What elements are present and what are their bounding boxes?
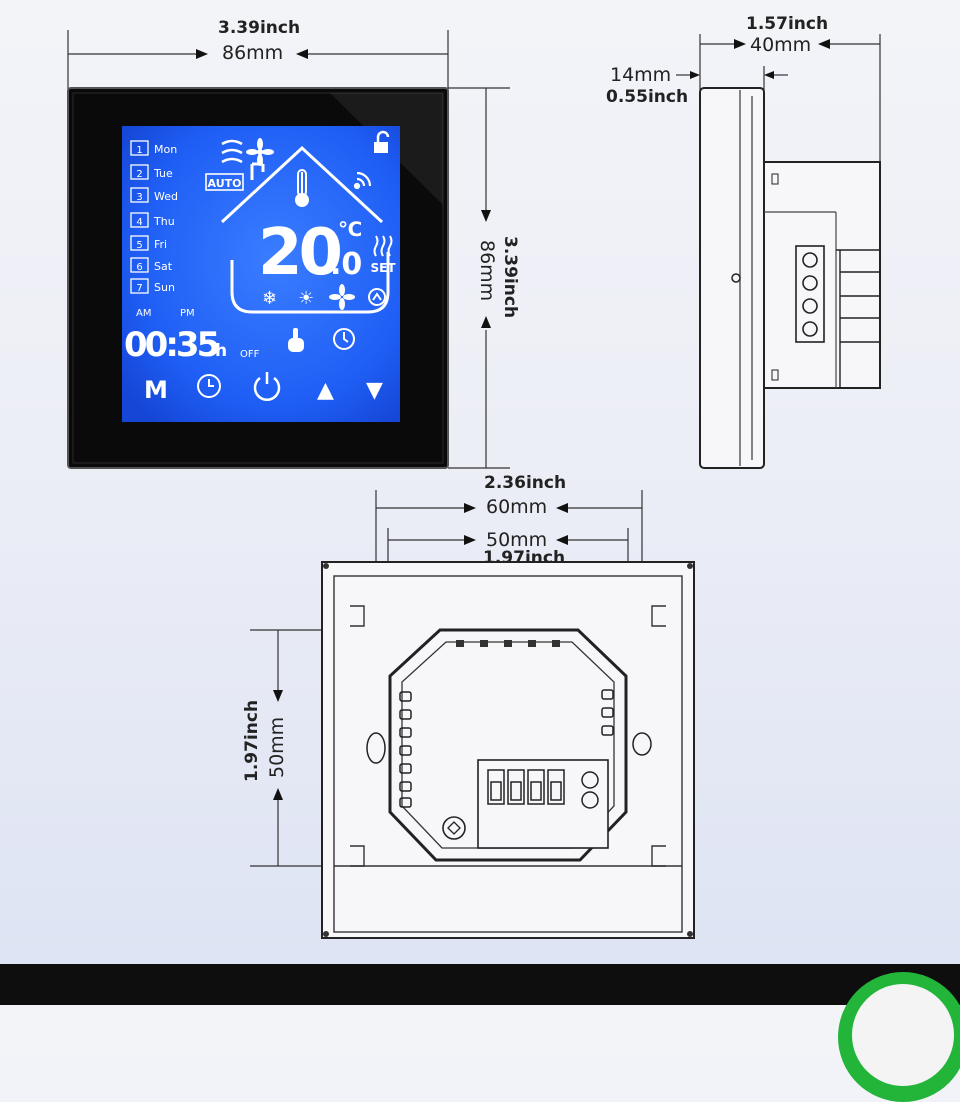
back-hole-span-inch: 2.36inch — [484, 473, 567, 493]
day-box-icon — [130, 235, 149, 251]
day-label-tue: Tue — [153, 167, 173, 180]
day-box-icon — [130, 278, 149, 294]
green-circle-badge — [838, 972, 960, 1102]
timer-icon — [333, 328, 355, 350]
down-button[interactable]: ▼ — [366, 378, 383, 403]
lock-icon — [374, 130, 390, 153]
temperature-unit: ℃ — [338, 217, 362, 241]
time-suffix: h — [215, 341, 227, 361]
day-box-icon — [130, 140, 149, 156]
side-depth-inch: 1.57inch — [746, 14, 829, 34]
day-label-thu: Thu — [153, 215, 175, 228]
day-label-sat: Sat — [154, 260, 173, 273]
day-number: 4 — [136, 217, 142, 228]
eco-icon — [368, 288, 386, 306]
side-view-drawing — [676, 34, 881, 469]
back-hole-span-mm: 60mm — [486, 496, 548, 518]
day-list: 1 Mon 2 Tue 3 Wed 4 Thu 5 Fri 6 Sat 7 Sun — [130, 140, 178, 294]
set-label: SET — [370, 261, 396, 275]
clock-button[interactable] — [197, 374, 221, 398]
back-box-width-inch: 1.97inch — [483, 548, 566, 568]
up-button[interactable]: ▲ — [317, 378, 334, 403]
day-box-icon — [130, 212, 149, 228]
side-depth-mm: 40mm — [750, 34, 812, 56]
sun-icon: ☀ — [298, 288, 314, 309]
day-label-sun: Sun — [154, 281, 175, 294]
day-number: 2 — [136, 169, 142, 180]
day-box-icon — [130, 187, 149, 203]
fan-small-icon — [329, 284, 355, 310]
wind-icon — [221, 139, 243, 164]
thermometer-icon — [295, 169, 309, 207]
time-readout: 00:35 — [124, 325, 219, 365]
temperature-readout: 20 — [258, 216, 341, 290]
day-label-wed: Wed — [154, 190, 178, 203]
am-label: AM — [136, 308, 151, 319]
lcd-screen — [122, 126, 400, 422]
day-box-icon — [130, 257, 149, 273]
snowflake-icon: ❄ — [262, 288, 277, 309]
bottom-bar — [0, 964, 960, 1005]
front-width-mm: 86mm — [222, 42, 284, 64]
heating-icon — [373, 235, 393, 257]
back-box-height-mm: 50mm — [266, 716, 288, 778]
side-front-mm: 14mm — [610, 64, 672, 86]
pm-label: PM — [180, 308, 195, 319]
day-number: 3 — [136, 192, 142, 203]
auto-mode-box — [205, 173, 244, 191]
day-number: 6 — [136, 262, 142, 273]
day-number: 7 — [136, 283, 142, 294]
svg-text:.0: .0 — [330, 247, 362, 282]
side-front-inch: 0.55inch — [606, 87, 689, 107]
front-width-inch: 3.39inch — [218, 18, 301, 38]
touch-hand-icon — [288, 328, 304, 352]
mode-button[interactable]: M — [144, 376, 168, 404]
power-button[interactable] — [253, 372, 281, 401]
day-number: 5 — [136, 240, 142, 251]
back-box-height-inch: 1.97inch — [242, 699, 262, 782]
day-box-icon — [130, 164, 149, 180]
day-number: 1 — [136, 145, 142, 156]
day-label-mon: Mon — [154, 143, 177, 156]
auto-label: AUTO — [208, 177, 242, 190]
back-box-width-mm: 50mm — [486, 529, 548, 551]
wifi-icon — [353, 171, 372, 190]
day-label-fri: Fri — [154, 238, 167, 251]
fan-icon — [246, 138, 274, 166]
off-label: OFF — [240, 349, 260, 360]
back-view-drawing — [250, 490, 695, 939]
